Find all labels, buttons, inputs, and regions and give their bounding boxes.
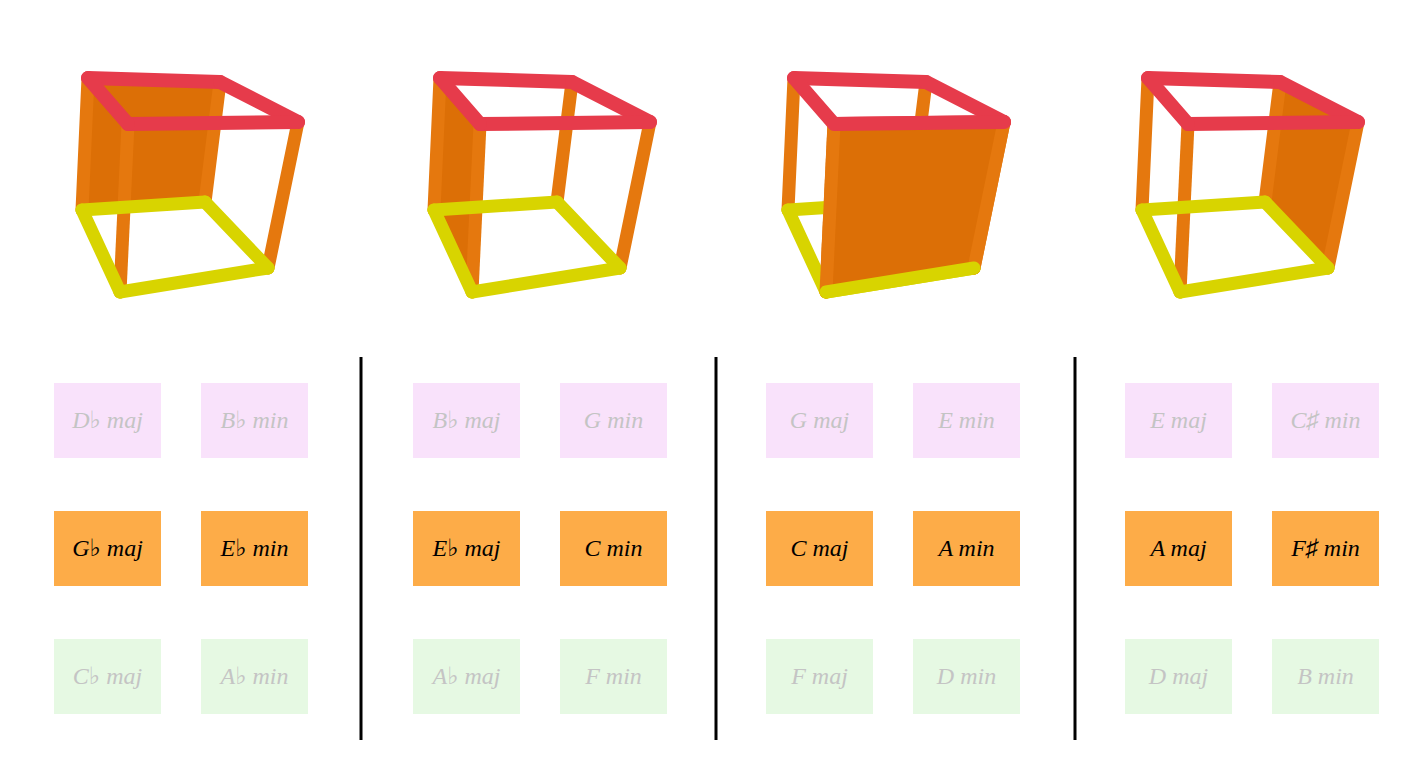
chord-label: G♭ maj (72, 535, 143, 561)
chord-label: E min (938, 407, 995, 433)
relative-key-box: C♭ maj (54, 639, 161, 714)
chord-label: E maj (1150, 407, 1207, 433)
chord-label: B♭ maj (433, 407, 501, 433)
chord-label: A♭ min (221, 663, 289, 689)
relative-key-box: G maj (766, 383, 873, 458)
relative-key-box: F maj (766, 639, 873, 714)
cube-frame (826, 122, 1004, 292)
chord-label: C♯ min (1290, 407, 1360, 433)
chord-label: A min (938, 535, 994, 561)
cube-frame (434, 78, 650, 292)
current-key-box: C min (560, 511, 667, 586)
current-key-box: F♯ min (1272, 511, 1379, 586)
relative-key-box: D min (913, 639, 1020, 714)
cube-figure (434, 78, 650, 292)
relative-key-box: D♭ maj (54, 383, 161, 458)
relative-key-box: B♭ maj (413, 383, 520, 458)
chord-label: E♭ min (221, 535, 289, 561)
chord-label: A maj (1150, 535, 1206, 561)
column-separator (715, 357, 718, 740)
current-key-box: C maj (766, 511, 873, 586)
cube-figure (1142, 78, 1358, 292)
chord-label: D♭ maj (72, 407, 143, 433)
chord-label: A♭ maj (433, 663, 501, 689)
chord-label: C♭ maj (73, 663, 142, 689)
chord-label: B♭ min (221, 407, 289, 433)
relative-key-box: C♯ min (1272, 383, 1379, 458)
relative-key-box: D maj (1125, 639, 1232, 714)
current-key-box: A min (913, 511, 1020, 586)
chord-label: F min (585, 663, 642, 689)
chord-label: B min (1297, 663, 1354, 689)
current-key-box: G♭ maj (54, 511, 161, 586)
cube-frame (82, 78, 298, 292)
current-key-box: E♭ min (201, 511, 308, 586)
cube-figure (788, 78, 1004, 292)
chord-label: C maj (790, 535, 848, 561)
relative-key-box: A♭ maj (413, 639, 520, 714)
relative-key-box: G min (560, 383, 667, 458)
relative-key-box: B♭ min (201, 383, 308, 458)
current-key-box: E♭ maj (413, 511, 520, 586)
chord-label: F♯ min (1291, 535, 1360, 561)
cube-figure (82, 78, 298, 292)
chord-label: D min (937, 663, 996, 689)
chord-label: C min (584, 535, 642, 561)
column-separator (1074, 357, 1077, 740)
chord-label: E♭ maj (433, 535, 501, 561)
current-key-box: A maj (1125, 511, 1232, 586)
chord-label: F maj (791, 663, 848, 689)
column-separator (360, 357, 363, 740)
cube-frame (788, 78, 1004, 292)
relative-key-box: B min (1272, 639, 1379, 714)
cube-frame (1142, 78, 1358, 292)
cube-panel (826, 122, 1004, 292)
relative-key-box: E maj (1125, 383, 1232, 458)
chord-label: D maj (1149, 663, 1208, 689)
relative-key-box: F min (560, 639, 667, 714)
relative-key-box: A♭ min (201, 639, 308, 714)
relative-key-box: E min (913, 383, 1020, 458)
chord-label: G maj (790, 407, 849, 433)
chord-label: G min (584, 407, 643, 433)
